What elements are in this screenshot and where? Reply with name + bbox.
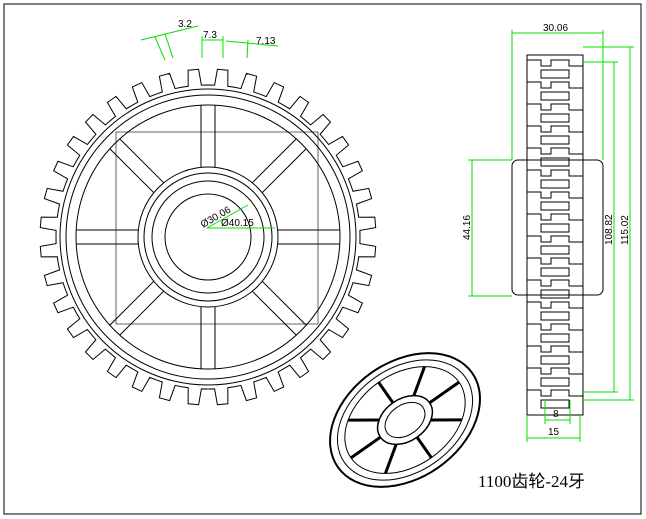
spoke-edge bbox=[119, 138, 164, 183]
dim-pitch-b: 7.13 bbox=[256, 36, 276, 47]
side-tooth bbox=[527, 191, 583, 211]
side-body bbox=[526, 54, 584, 416]
gear-front-view: Ø30.06 Ø40.15 3.2 7.3 7.13 bbox=[39, 19, 377, 406]
side-teeth bbox=[527, 59, 583, 409]
gear-outline bbox=[39, 68, 377, 406]
sheet-border bbox=[3, 3, 642, 515]
side-tooth bbox=[527, 59, 583, 79]
drawing-title: 1100齿轮-24牙 bbox=[478, 472, 585, 491]
dim-body-width: 15 bbox=[548, 427, 560, 438]
side-hub bbox=[511, 159, 604, 296]
spokes bbox=[76, 105, 340, 369]
side-tooth bbox=[527, 213, 583, 233]
iso-spoke bbox=[430, 418, 462, 422]
spoke-edge bbox=[109, 148, 154, 193]
rim-inner bbox=[65, 94, 351, 380]
side-tooth bbox=[527, 147, 583, 167]
gear-isometric-view bbox=[329, 352, 481, 488]
side-tooth bbox=[527, 169, 583, 189]
side-tooth bbox=[527, 301, 583, 321]
side-tooth bbox=[527, 389, 583, 409]
web-outer bbox=[75, 104, 341, 370]
spoke-edge bbox=[119, 291, 164, 336]
gear-side-view: 30.06 44.16 108.82 115.02 8 15 bbox=[462, 23, 634, 442]
dim-hub-height: 44.16 bbox=[462, 215, 473, 240]
spoke-edge bbox=[109, 281, 154, 326]
spoke-edge bbox=[262, 281, 307, 326]
dim-line-bore bbox=[206, 204, 249, 229]
side-tooth bbox=[527, 323, 583, 343]
dim-tooth-thickness: 8 bbox=[553, 409, 559, 420]
iso-spoke bbox=[412, 366, 426, 397]
iso-spoke bbox=[415, 436, 433, 459]
side-tooth bbox=[527, 235, 583, 255]
iso-spoke bbox=[428, 380, 460, 405]
dim-outer-dia: 115.02 bbox=[620, 215, 631, 245]
hub-ring bbox=[143, 172, 273, 302]
hub-ring-2 bbox=[151, 180, 265, 294]
dim-tooth-width: 3.2 bbox=[178, 19, 192, 30]
iso-spoke bbox=[384, 443, 398, 474]
rim-outer bbox=[59, 88, 357, 386]
side-tooth bbox=[527, 103, 583, 123]
side-tooth bbox=[527, 345, 583, 365]
hub-outer bbox=[137, 166, 279, 308]
dim-hub-width: 30.06 bbox=[543, 23, 568, 34]
spoke-edge bbox=[252, 138, 297, 183]
spoke-edge bbox=[262, 148, 307, 193]
dim-root-dia: 108.82 bbox=[604, 214, 615, 245]
bore bbox=[164, 193, 252, 281]
iso-spoke bbox=[377, 381, 395, 404]
side-tooth bbox=[527, 279, 583, 299]
side-tooth bbox=[527, 257, 583, 277]
iso-spoke bbox=[350, 435, 382, 460]
dim-pitch-a: 7.3 bbox=[203, 30, 217, 41]
side-tooth bbox=[527, 367, 583, 387]
spoke-edge bbox=[252, 291, 297, 336]
side-tooth bbox=[527, 81, 583, 101]
side-tooth bbox=[527, 125, 583, 145]
iso-spoke bbox=[348, 418, 380, 422]
construction-square bbox=[115, 131, 319, 325]
dim-hub: Ø40.15 bbox=[221, 218, 254, 229]
